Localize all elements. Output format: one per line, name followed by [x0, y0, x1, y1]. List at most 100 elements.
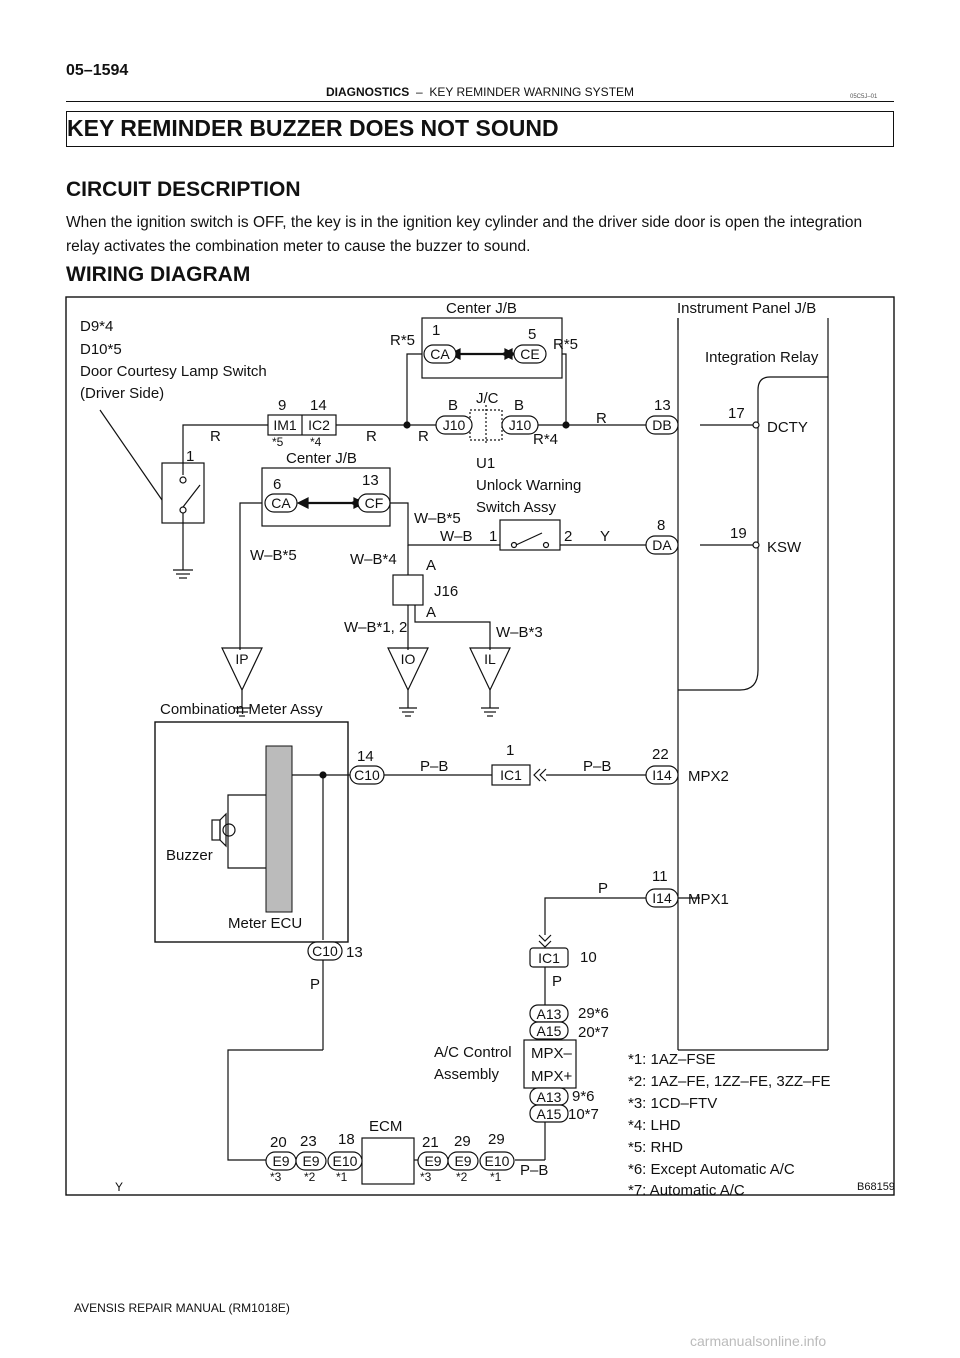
pin-9s6: 9*6 — [572, 1088, 595, 1105]
wire-y: Y — [600, 528, 610, 545]
wire-r3: R — [418, 428, 429, 445]
header-separator: – — [415, 85, 423, 99]
pin-8: 8 — [657, 517, 665, 534]
wire-a1: A — [426, 557, 436, 574]
pin-22: 22 — [652, 746, 669, 763]
wire-wb: W–B — [440, 528, 473, 545]
header-rule — [66, 101, 894, 102]
pin-2: 2 — [564, 528, 572, 545]
pin-e-s2b: *2 — [456, 1170, 468, 1184]
conn-ca-mid: CA — [271, 495, 291, 511]
pin-1b: 1 — [432, 322, 440, 339]
label-u1: U1 — [476, 455, 495, 472]
conn-e9c: E9 — [424, 1153, 441, 1169]
conn-e9d: E9 — [454, 1153, 471, 1169]
wiring-heading: WIRING DIAGRAM — [66, 263, 251, 286]
header-section: DIAGNOSTICS — [325, 85, 410, 99]
label-ip-jb: Instrument Panel J/B — [677, 300, 816, 317]
note-5: *5: RHD — [628, 1139, 683, 1156]
pin-29b: 29 — [488, 1131, 505, 1148]
wire-wb-s4: W–B*4 — [350, 551, 397, 568]
label-j16: J16 — [434, 583, 458, 600]
wire-b1: B — [448, 397, 458, 414]
conn-da: DA — [652, 537, 672, 553]
label-door-sw-3: Door Courtesy Lamp Switch — [80, 363, 267, 380]
label-combo-meter: Combination Meter Assy — [160, 701, 323, 718]
page-number: 05–1594 — [66, 62, 129, 79]
conn-e9b: E9 — [302, 1153, 319, 1169]
pin-1c: 1 — [489, 528, 497, 545]
wire-p3: P — [552, 973, 562, 990]
wire-pb3: P–B — [520, 1162, 548, 1179]
conn-ic1b: IC1 — [538, 950, 560, 966]
pin-10s7: 10*7 — [568, 1106, 599, 1123]
wire-r4: R — [596, 410, 607, 427]
pin-21: 21 — [422, 1134, 439, 1151]
conn-e9a: E9 — [272, 1153, 289, 1169]
conn-ca-top: CA — [430, 346, 450, 362]
wire-r-s5b: R*5 — [553, 336, 578, 353]
note-2: *2: 1AZ–FE, 1ZZ–FE, 3ZZ–FE — [628, 1073, 831, 1090]
conn-j10a: J10 — [443, 417, 466, 433]
pin-23: 23 — [300, 1133, 317, 1150]
wire-b2: B — [514, 397, 524, 414]
pin-e-s1b: *1 — [490, 1170, 502, 1184]
conn-il: IL — [484, 651, 496, 667]
pin-29s6: 29*6 — [578, 1005, 609, 1022]
page-title: KEY REMINDER BUZZER DOES NOT SOUND — [67, 115, 559, 141]
note-1: *1: 1AZ–FSE — [628, 1051, 716, 1068]
pin-13c: 13 — [346, 944, 363, 961]
conn-ce: CE — [520, 346, 539, 362]
label-ac-2: Assembly — [434, 1066, 500, 1083]
conn-ip: IP — [235, 651, 248, 667]
label-ac-1: A/C Control — [434, 1044, 512, 1061]
pin-6: 6 — [273, 476, 281, 493]
conn-im1: IM1 — [273, 417, 297, 433]
wire-a2: A — [426, 604, 436, 621]
conn-cf: CF — [365, 495, 384, 511]
pin-5: 5 — [528, 326, 536, 343]
label-mpx-plus: MPX+ — [531, 1068, 573, 1085]
pin-20s7: 20*7 — [578, 1024, 609, 1041]
pin-e-s2a: *2 — [304, 1170, 316, 1184]
figure-id: B68159 — [857, 1181, 895, 1193]
wire-wb-s3: W–B*3 — [496, 624, 543, 641]
label-center-jb-mid: Center J/B — [286, 450, 357, 467]
label-ksw: KSW — [767, 539, 802, 556]
wire-pb2: P–B — [583, 758, 611, 775]
conn-ic2: IC2 — [308, 417, 330, 433]
wire-wb-s5a: W–B*5 — [414, 510, 461, 527]
pin-18: 18 — [338, 1131, 355, 1148]
pin-11: 11 — [652, 868, 668, 885]
conn-i14b: I14 — [652, 890, 672, 906]
diagram-frame — [65, 296, 895, 1196]
pin-9: 9 — [278, 397, 286, 414]
wire-r-s4: R*4 — [533, 431, 558, 448]
label-unlock-1: Unlock Warning — [476, 477, 581, 494]
circuit-heading: CIRCUIT DESCRIPTION — [66, 178, 301, 201]
conn-i14a: I14 — [652, 767, 672, 783]
conn-j10b: J10 — [509, 417, 532, 433]
pin-e-s1a: *1 — [336, 1170, 348, 1184]
pin-1d: 1 — [506, 742, 514, 759]
label-buzzer: Buzzer — [166, 847, 213, 864]
pin-1a: 1 — [186, 448, 194, 465]
wire-wb-s12: W–B*1, 2 — [344, 619, 407, 636]
pin-e-s3b: *3 — [420, 1170, 432, 1184]
label-mpx-minus: MPX– — [531, 1045, 573, 1062]
circuit-description: When the ignition switch is OFF, the key… — [66, 214, 863, 255]
doc-code: 05C5J–01 — [850, 94, 878, 100]
wire-r2: R — [366, 428, 377, 445]
label-corner: Y — [115, 1180, 123, 1194]
label-door-sw-2: D10*5 — [80, 341, 122, 358]
watermark: carmanualsonline.info — [690, 1333, 827, 1349]
label-door-sw-4: (Driver Side) — [80, 385, 164, 402]
label-integration-relay: Integration Relay — [705, 349, 819, 366]
label-door-sw-1: D9*4 — [80, 318, 113, 335]
center-jb-top-box — [421, 317, 563, 379]
conn-io: IO — [401, 651, 416, 667]
header-subsection: KEY REMINDER WARNING SYSTEM — [429, 85, 635, 99]
footer: AVENSIS REPAIR MANUAL (RM1018E) — [74, 1301, 290, 1315]
pin-14b: 14 — [357, 748, 374, 765]
